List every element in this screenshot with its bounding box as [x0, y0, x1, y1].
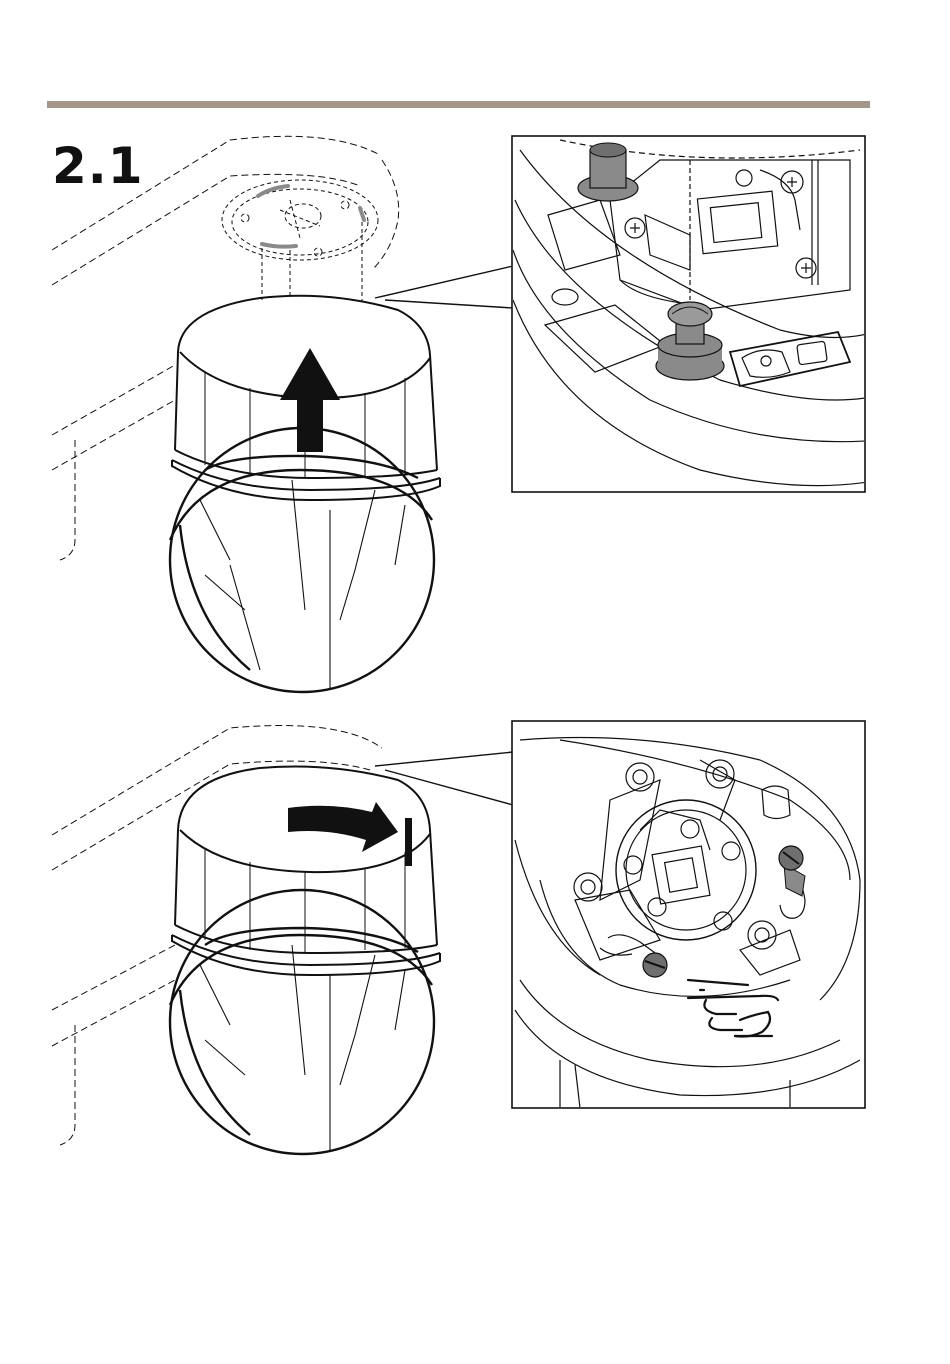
callout-lines — [375, 266, 513, 308]
mount-plate — [222, 180, 378, 302]
camera-dome — [170, 428, 434, 692]
dome-reflections — [200, 945, 405, 1152]
ceiling-outline — [52, 136, 399, 560]
curved-arrow-right-icon — [288, 802, 412, 866]
detail-box-lift — [512, 136, 880, 492]
housing-seams — [205, 848, 405, 953]
arrow-up-icon — [280, 348, 340, 452]
camera-dome — [170, 890, 434, 1154]
dome-reflections — [200, 480, 405, 690]
detail-box-twist — [512, 721, 865, 1108]
mount-slots — [258, 186, 364, 247]
spare-screw — [643, 953, 667, 977]
ceiling-outline — [52, 726, 382, 1146]
figure-twist — [52, 726, 513, 1155]
figure-lift — [52, 136, 513, 692]
